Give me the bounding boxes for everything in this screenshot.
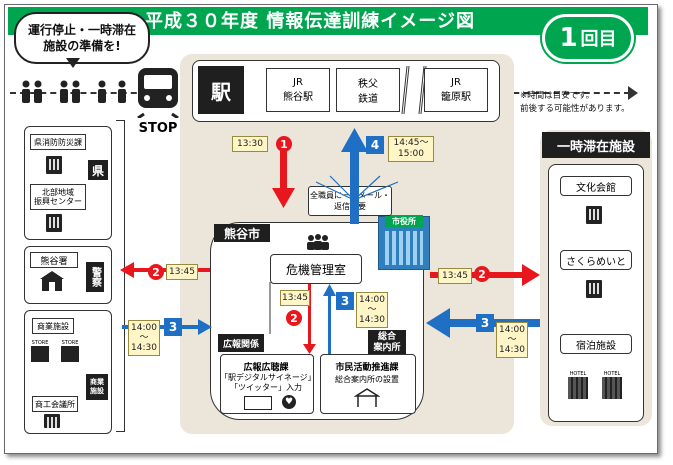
step4-time: 14:45～ 15:00: [388, 136, 434, 162]
building-icon: [586, 206, 602, 224]
step2-shelter-time: 13:45: [438, 268, 472, 284]
step3-commerce-arrowhead: [198, 319, 212, 335]
step2-police-badge: 2: [148, 264, 164, 280]
store-icon: STORE: [58, 338, 82, 364]
left-bracket: [116, 120, 125, 432]
pref-north-center: 北部地域 振興センター: [30, 184, 86, 210]
hotel-label: HOTEL: [603, 371, 621, 377]
pr-division-line2: 「ツイッター」入力: [230, 382, 302, 392]
step3-shelter-badge: 3: [476, 314, 494, 332]
step1-arrowhead: [272, 188, 295, 208]
step3-inner-shaft: [328, 294, 331, 354]
station-name: 籠原駅: [441, 92, 471, 103]
building-icon: [44, 414, 60, 428]
chamber-of-commerce: 商工会議所: [32, 396, 78, 412]
shelter-hotel: 宿泊施設: [560, 334, 632, 354]
callout-line1: 運行停止・一時滞在: [27, 23, 136, 37]
people-icon: [22, 80, 126, 103]
city-hall-icon: 市役所: [378, 215, 430, 270]
station-name: 鉄道: [358, 94, 378, 105]
time-note-line2: 前後する可能性があります。: [520, 104, 630, 114]
station-jr-kumagaya: JR 熊谷駅: [266, 68, 330, 112]
twitter-icon: ♥: [282, 395, 296, 409]
step1-badge: 1: [276, 136, 292, 152]
shelter-sakura-meito: さくらめいと: [560, 250, 632, 270]
step2-police-time: 13:45: [166, 264, 198, 280]
time-note: ※時間は目安です。 前後する可能性があります。: [520, 90, 652, 118]
shelter-bunka-kaikan: 文化会館: [560, 176, 632, 196]
track-arrowhead: [628, 86, 638, 100]
pref-fire-dept: 県消防防災課: [30, 134, 86, 150]
store-icon: STORE: [28, 338, 52, 364]
station-line: JR: [293, 77, 303, 88]
people-group-icon: [307, 234, 329, 250]
hotel-icon: HOTEL: [566, 370, 590, 400]
callout-tail: [66, 58, 80, 68]
step2-inner-badge: 2: [286, 310, 302, 326]
store-label: STORE: [31, 340, 49, 346]
shelter-label: 一時滞在施設: [542, 132, 650, 158]
step4-badge: 4: [366, 136, 384, 154]
step3-commerce-shaft: [122, 325, 204, 329]
step3-commerce-time: 14:00 ～ 14:30: [128, 320, 160, 356]
civic-division-box: [320, 354, 416, 414]
station-label: 駅: [198, 66, 244, 114]
building-icon: [46, 214, 62, 232]
step3-shelter-arrowhead: [426, 308, 450, 338]
time-note-line1: ※時間は目安です。: [520, 91, 595, 101]
store-label: STORE: [61, 340, 79, 346]
step3-shelter-time: 14:00 ～ 14:30: [496, 322, 528, 358]
city-label: 熊谷市: [214, 224, 270, 242]
pr-division-box: [220, 354, 314, 414]
callout-line2: 施設の準備を!: [43, 39, 121, 53]
building-icon: [586, 280, 602, 298]
crisis-management-room: 危機管理室: [270, 254, 362, 284]
pr-division-line1: 「駅デジタルサイネージ」: [220, 372, 316, 382]
step3-commerce-badge: 3: [164, 318, 182, 336]
civic-division-name: 市民活動推進課: [335, 362, 399, 373]
city-hall-label: 市役所: [385, 215, 423, 227]
step2-shelter-badge: 2: [474, 266, 490, 282]
step3-inner-time: 14:00 ～ 14:30: [356, 292, 388, 328]
signage-icon: [244, 396, 272, 410]
step3-inner-badge: 3: [336, 292, 354, 310]
prefecture-label: 県: [88, 160, 108, 180]
step4-arrowhead: [341, 128, 368, 152]
round-suffix: 回目: [580, 29, 617, 50]
station-jr-kagohara: JR 籠原駅: [424, 68, 488, 112]
commerce-name: 商業施設: [32, 318, 74, 334]
step3-inner-arrowhead: [323, 284, 336, 296]
station-line: 秩父: [358, 79, 378, 90]
station-chichibu: 秩父 鉄道: [336, 68, 400, 112]
police-station-icon: [40, 271, 64, 291]
info-center-label: 総合 案内所: [368, 330, 406, 356]
round-number: 1: [559, 23, 578, 53]
step2-inner-arrowhead: [303, 344, 316, 354]
police-name: 熊谷署: [30, 252, 78, 268]
pr-group-label: 広報関係: [218, 334, 264, 352]
callout-bubble: 運行停止・一時滞在 施設の準備を!: [14, 12, 150, 64]
hotel-icon: HOTEL: [600, 370, 624, 400]
police-label: 警察: [86, 262, 104, 292]
commerce-label: 商業 施設: [86, 374, 108, 400]
train-icon: [137, 68, 179, 118]
step2-police-arrowhead: [120, 262, 134, 278]
station-line: JR: [451, 77, 461, 88]
step1-time: 13:30: [232, 136, 268, 152]
step2-inner-time: 13:45: [280, 290, 310, 306]
station-name: 熊谷駅: [283, 92, 313, 103]
building-icon: [46, 156, 62, 174]
broadcast-lines: [315, 174, 399, 201]
hotel-label: HOTEL: [569, 371, 587, 377]
step2-shelter-arrowhead: [522, 264, 540, 286]
step1-arrow-shaft: [280, 150, 287, 190]
step2-inner-shaft: [308, 284, 311, 346]
tent-icon: [354, 388, 380, 407]
civic-division-line1: 総合案内所の設置: [335, 374, 399, 384]
page-title: 平成３０年度 情報伝達訓練イメージ図: [145, 11, 475, 32]
round-badge: 1 回目: [542, 14, 634, 62]
stop-label: STOP: [138, 120, 178, 136]
pr-division-name: 広報広聴課: [243, 362, 289, 373]
